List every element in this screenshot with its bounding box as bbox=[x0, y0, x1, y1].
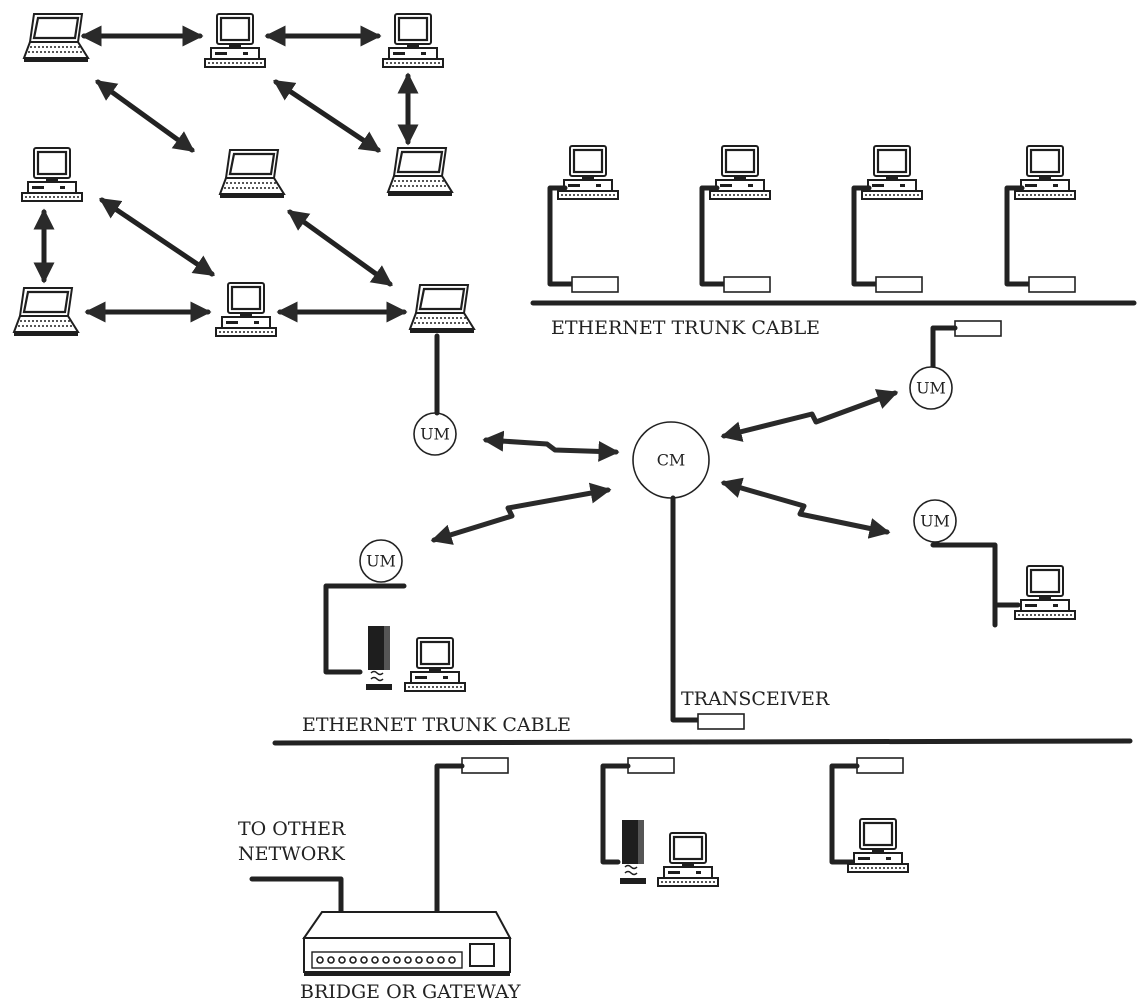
peer-to-peer-cluster bbox=[12, 12, 476, 338]
transceiver-box bbox=[875, 276, 923, 293]
desktop-computer-icon bbox=[860, 144, 924, 201]
to-other-network-label-line1: TO OTHER bbox=[238, 818, 346, 840]
drop-cable bbox=[930, 325, 958, 373]
central-modem: CM bbox=[632, 421, 710, 499]
desktop-computer-icon bbox=[214, 281, 278, 338]
transceiver-box bbox=[954, 320, 1002, 337]
user-modem: UM bbox=[913, 499, 957, 543]
user-modem-label: UM bbox=[366, 552, 396, 571]
to-other-network-label-line2: NETWORK bbox=[238, 843, 346, 865]
drop-cable bbox=[434, 763, 465, 915]
user-modem-label: UM bbox=[920, 512, 950, 531]
transceiver-box bbox=[723, 276, 771, 293]
desktop-computer-icon bbox=[708, 144, 772, 201]
desktop-computer-icon bbox=[203, 12, 267, 69]
drop-cable bbox=[547, 185, 575, 287]
right-modem-station bbox=[930, 542, 1077, 628]
ethernet-trunk-cable-label: ETHERNET TRUNK CABLE bbox=[551, 317, 820, 339]
external-network-cable bbox=[249, 876, 344, 915]
laptop-icon bbox=[218, 148, 286, 200]
central-modem-label: CM bbox=[657, 451, 686, 470]
transceiver-box bbox=[697, 713, 745, 730]
transceiver-box bbox=[571, 276, 619, 293]
desktop-computer-icon bbox=[1013, 564, 1077, 621]
user-modem-circle bbox=[913, 499, 957, 543]
laptop-icon bbox=[386, 146, 454, 198]
desktop-computer-icon bbox=[381, 12, 445, 69]
desktop-computer-icon bbox=[403, 636, 467, 693]
tower-server-icon bbox=[619, 819, 647, 885]
top-ethernet-segment: ETHERNET TRUNK CABLE bbox=[530, 144, 1137, 373]
laptop-icon bbox=[22, 12, 90, 64]
bridge-or-gateway-label: BRIDGE OR GATEWAY bbox=[300, 981, 521, 1003]
user-modem-label: UM bbox=[420, 425, 450, 444]
transceiver-box bbox=[627, 757, 675, 774]
ethernet-trunk-cable-line bbox=[272, 738, 1133, 746]
left-modem-station bbox=[323, 583, 467, 693]
user-modem-label: UM bbox=[916, 379, 946, 398]
laptop-icon bbox=[12, 286, 80, 338]
wireless-link-arrows bbox=[430, 389, 899, 545]
transceiver-box bbox=[461, 757, 509, 774]
user-modem: UM bbox=[359, 539, 403, 583]
bridge-or-gateway: TO OTHER NETWORK bbox=[238, 818, 521, 1003]
modem-cable bbox=[323, 583, 407, 675]
transceiver-box bbox=[856, 757, 904, 774]
user-modem-circle bbox=[909, 366, 953, 410]
desktop-computer-icon bbox=[556, 144, 620, 201]
desktop-computer-icon bbox=[1013, 144, 1077, 201]
peer-link-arrows bbox=[33, 25, 419, 323]
user-modem-circle bbox=[359, 539, 403, 583]
transceiver-label: TRANSCEIVER bbox=[681, 688, 830, 710]
modem-cable bbox=[930, 542, 998, 628]
drop-cable bbox=[829, 763, 860, 865]
drop-cable bbox=[1004, 185, 1032, 287]
bridge-device-icon bbox=[302, 911, 512, 976]
bottom-ethernet-segment: ETHERNET TRUNK CABLE TRANSCEIVER bbox=[272, 495, 1133, 915]
wireless-modems: CM UM UM UM UM bbox=[359, 333, 957, 583]
ethernet-trunk-cable-label: ETHERNET TRUNK CABLE bbox=[302, 714, 571, 736]
tower-server-icon bbox=[365, 625, 393, 691]
drop-cable bbox=[851, 185, 879, 287]
drop-cable bbox=[699, 185, 727, 287]
user-modem: UM bbox=[909, 366, 953, 410]
laptop-icon bbox=[408, 283, 476, 335]
central-modem-cable bbox=[670, 495, 701, 723]
transceiver-box bbox=[1028, 276, 1076, 293]
desktop-computer-icon bbox=[20, 146, 84, 203]
desktop-computer-icon bbox=[846, 817, 910, 874]
drop-cable bbox=[600, 763, 631, 865]
desktop-computer-icon bbox=[656, 831, 720, 888]
user-modem: UM bbox=[413, 412, 457, 456]
